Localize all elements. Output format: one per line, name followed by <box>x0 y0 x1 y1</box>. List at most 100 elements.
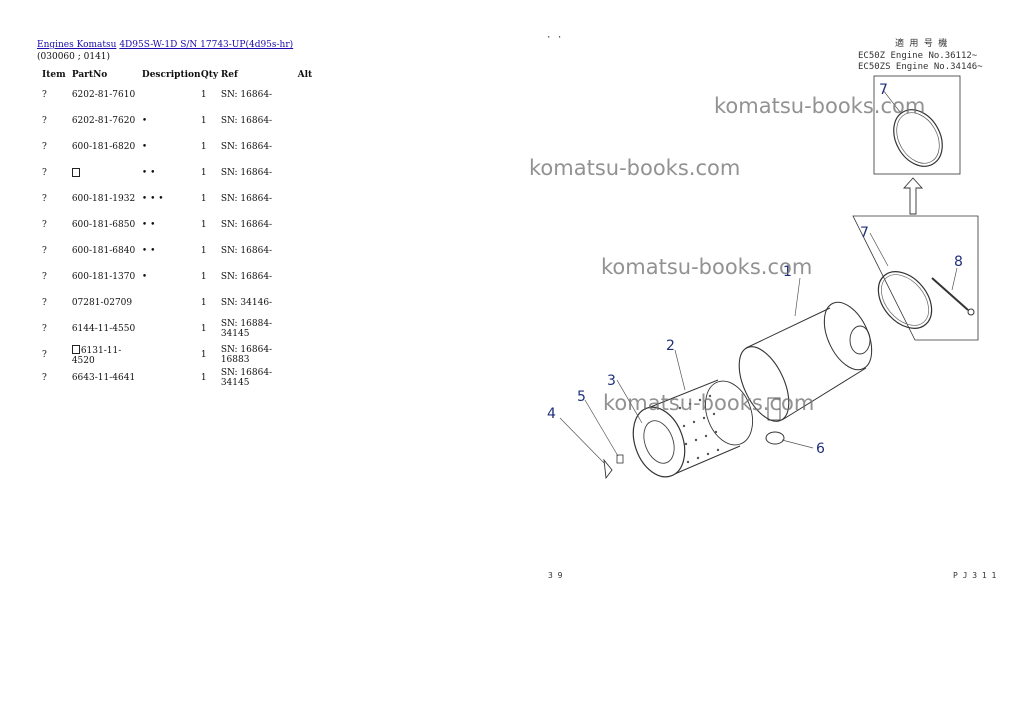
cell-item-text: ? <box>42 116 47 126</box>
cell-ref: SN: 16864- <box>221 134 298 160</box>
cell-alt <box>298 264 337 290</box>
cell-qty: 1 <box>201 368 221 388</box>
cell-ref-text: SN: 16864- <box>220 272 273 282</box>
cell-item: ? <box>37 212 72 238</box>
detail-box-top <box>873 75 961 175</box>
cell-ref-text: SN: 16884-34145 <box>220 319 273 339</box>
top-dots: · · <box>546 33 562 43</box>
cell-alt <box>298 134 337 160</box>
col-alt: Alt <box>297 70 313 80</box>
cell-partno: 600-181-6850 <box>72 212 142 238</box>
cell-description <box>142 82 201 108</box>
cell-qty: 1 <box>201 160 221 186</box>
filter-element-perforations <box>678 394 720 464</box>
table-row: ? 6144-11-4550 1 SN: 16884-34145 <box>37 316 337 342</box>
cell-qty: 1 <box>201 264 221 290</box>
breadcrumb-link-engines[interactable]: Engines Komatsu <box>37 40 117 50</box>
cell-alt <box>298 342 337 368</box>
cell-item-text: ? <box>42 272 47 282</box>
callout-1: 1 <box>783 264 792 280</box>
cell-description: • <box>142 108 201 134</box>
page-number-left: 3 9 <box>548 571 563 580</box>
breadcrumb-link-model[interactable]: 4D95S-W-1D S/N 17743-UP(4d95s-hr) <box>119 40 294 50</box>
arrow-up-icon <box>902 177 924 215</box>
cell-description: • • • <box>142 186 201 212</box>
cell-ref-text: SN: 16864- <box>220 246 273 256</box>
cell-ref: SN: 16864- <box>221 212 298 238</box>
washer <box>616 454 624 464</box>
cell-partno-text: 600-181-6820 <box>71 142 136 152</box>
evacuator-valve <box>765 431 785 445</box>
callout-7-clamp: 7 <box>860 225 869 241</box>
cell-qty-text: 1 <box>200 168 207 178</box>
cell-ref: SN: 16864-34145 <box>221 368 298 388</box>
cell-description <box>142 342 201 368</box>
cell-description-text: • • <box>141 220 156 230</box>
cell-item: ? <box>37 108 72 134</box>
cell-partno-text: 6131-11-4520 <box>71 345 122 366</box>
callout-8: 8 <box>954 254 963 270</box>
callout-5: 5 <box>577 389 586 405</box>
cell-ref-text: SN: 16864-34145 <box>220 368 273 388</box>
callout-4: 4 <box>547 406 556 422</box>
cell-partno: 6144-11-4550 <box>72 316 142 342</box>
cell-alt <box>298 316 337 342</box>
applicable-header: 適 用 号 機 <box>895 37 947 49</box>
cell-item: ? <box>37 238 72 264</box>
cell-partno: 600-181-6820 <box>72 134 142 160</box>
cell-description-text: • <box>141 116 148 126</box>
ring-seal-inner <box>896 112 940 164</box>
col-description: Description <box>141 70 201 80</box>
detail-box-clamp <box>852 215 979 341</box>
cell-partno-text: 6643-11-4641 <box>71 373 136 383</box>
cell-qty-text: 1 <box>200 90 207 100</box>
cell-ref: SN: 16864- <box>221 238 298 264</box>
callout-2: 2 <box>666 338 675 354</box>
watermark-2: komatsu-books.com <box>529 156 741 180</box>
cell-qty-text: 1 <box>200 324 207 334</box>
breadcrumb: Engines Komatsu 4D95S-W-1D S/N 17743-UP(… <box>37 40 337 50</box>
cell-item: ? <box>37 368 72 388</box>
cell-ref: SN: 34146- <box>221 290 298 316</box>
engine-no-line-1: EC50Z Engine No.36112~ <box>858 51 978 61</box>
cell-ref-text: SN: 16864- <box>220 194 273 204</box>
cell-qty: 1 <box>201 290 221 316</box>
cell-ref-text: SN: 16864- <box>220 142 273 152</box>
cell-partno: 6202-81-7610 <box>72 82 142 108</box>
cell-qty-text: 1 <box>200 220 207 230</box>
col-ref: Ref <box>220 70 238 80</box>
cell-qty: 1 <box>201 212 221 238</box>
cell-item-text: ? <box>42 324 47 334</box>
cell-partno-text: 6144-11-4550 <box>71 324 136 334</box>
parts-list-panel: Engines Komatsu 4D95S-W-1D S/N 17743-UP(… <box>37 40 337 388</box>
clamp-bolt <box>931 277 969 311</box>
cell-qty-text: 1 <box>200 298 207 308</box>
cell-ref-text: SN: 34146- <box>220 298 273 308</box>
cell-item: ? <box>37 134 72 160</box>
exploded-parts-diagram: · · 適 用 号 機 EC50Z Engine No.36112~ EC50Z… <box>520 28 1000 588</box>
wing-nut <box>603 458 613 480</box>
air-cleaner-drawing: · · 適 用 号 機 EC50Z Engine No.36112~ EC50Z… <box>546 33 983 480</box>
cell-partno: 600-181-1932 <box>72 186 142 212</box>
filter-element-back <box>704 380 754 446</box>
cell-ref: SN: 16864- <box>221 186 298 212</box>
col-qty: Qty <box>200 70 219 80</box>
cell-alt <box>298 212 337 238</box>
filter-housing-end <box>823 301 873 371</box>
cell-item-text: ? <box>42 373 47 383</box>
cell-description: • • <box>142 212 201 238</box>
filter-housing-body <box>745 307 867 421</box>
cell-alt <box>298 290 337 316</box>
filter-element-core <box>643 420 675 464</box>
cell-qty: 1 <box>201 186 221 212</box>
cell-description-text: • • <box>141 246 156 256</box>
callout-3: 3 <box>607 373 616 389</box>
cell-description-text: • <box>141 272 148 282</box>
filter-element-face <box>632 406 686 478</box>
filter-element <box>647 379 741 477</box>
